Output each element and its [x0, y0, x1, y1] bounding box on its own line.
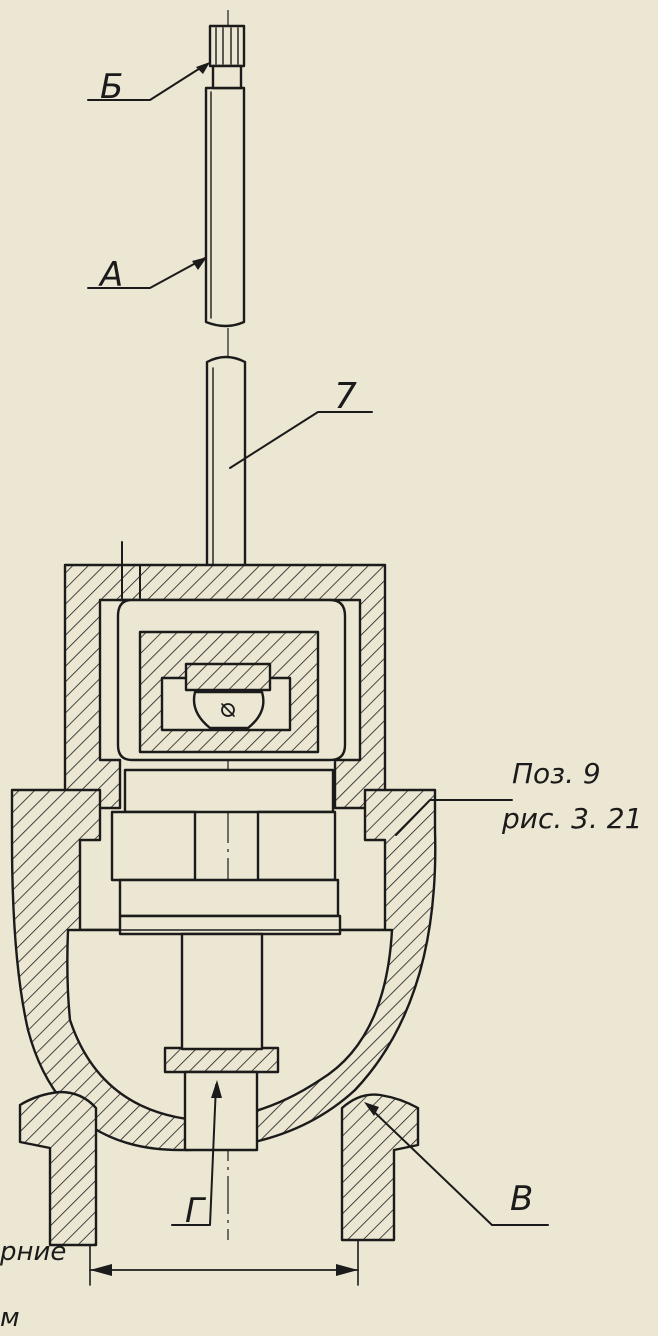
rod-upper	[204, 24, 246, 328]
label-g: Г	[185, 1191, 207, 1231]
dimension-label-line1: рние	[0, 1237, 66, 1267]
dimension-label-line2: м	[0, 1303, 20, 1333]
leaders	[87, 62, 549, 1226]
inner-carrier	[138, 630, 320, 754]
label-figure-ref: рис. 3. 21	[501, 802, 642, 835]
supports	[18, 1090, 420, 1247]
label-v: В	[510, 1179, 533, 1219]
label-b: Б	[100, 67, 123, 107]
label-position-9: Поз. 9	[512, 757, 601, 790]
label-a: А	[98, 255, 123, 295]
outer-body	[10, 788, 437, 1152]
label-part-7: 7	[334, 376, 357, 417]
dimension-line	[89, 1239, 359, 1286]
middle-block	[110, 768, 340, 918]
